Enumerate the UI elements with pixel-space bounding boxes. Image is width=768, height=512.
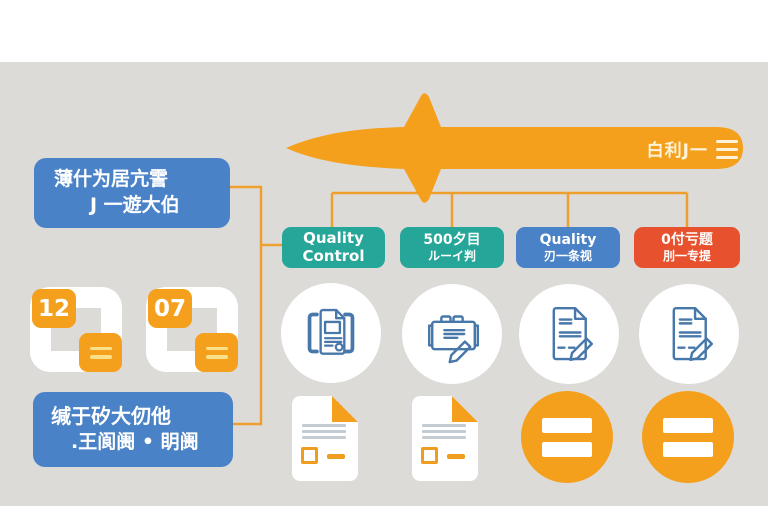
folded-corner — [332, 396, 358, 422]
topic-box-top-left: 薄什为居亢霅 J 一遊大伯 — [34, 158, 230, 228]
stage-label: 500夕目 — [423, 231, 481, 248]
topic-box-line: 缄于矽大仞他 — [51, 404, 171, 429]
briefcase-edit-icon — [427, 315, 480, 364]
folded-corner — [452, 396, 478, 422]
equals-circle-icon — [521, 391, 613, 483]
topic-box-line: .王阆阓 • 眀阓 — [71, 431, 199, 454]
stage-label: 0付亏题 — [661, 231, 713, 248]
stage-label: 刃一条视 — [543, 248, 592, 263]
equals-icon — [195, 333, 238, 372]
document-fold-icon — [412, 396, 478, 481]
calendar-number: 12 — [32, 289, 76, 328]
arrow-label: 白利J一 — [646, 141, 708, 161]
calendar-icon-07: 07 — [146, 287, 238, 372]
menu-icon — [716, 135, 738, 164]
dash-mark — [447, 454, 465, 459]
equals-circle-icon — [642, 391, 734, 483]
step-circle-2 — [402, 284, 502, 384]
stage-box-4: 0付亏题 刖一专提 — [634, 227, 740, 268]
stage-label: Quality — [539, 231, 597, 248]
checkbox-mark — [301, 447, 318, 464]
calendar-number: 07 — [148, 289, 192, 328]
step-circle-3 — [519, 284, 619, 384]
stage-label: ルーイ判 — [427, 248, 476, 263]
document-fold-icon — [292, 396, 358, 481]
step-circle-1 — [281, 283, 381, 383]
document-brackets-icon — [307, 308, 355, 355]
stage-box-3: Quality 刃一条视 — [516, 227, 620, 268]
stage-box-quality-control: Quality Control — [282, 227, 385, 268]
topic-box-line: 薄什为居亢霅 — [54, 168, 169, 191]
calendar-icon-12: 12 — [30, 287, 122, 372]
step-circle-4 — [639, 284, 739, 384]
topic-box-bottom-left: 缄于矽大仞他 .王阆阓 • 眀阓 — [33, 392, 233, 467]
stage-label: Quality — [303, 229, 364, 248]
stage-box-2: 500夕目 ルーイ判 — [400, 227, 504, 268]
checkbox-mark — [421, 447, 438, 464]
stage-label: 刖一专提 — [662, 248, 711, 263]
stage-label: Control — [302, 246, 365, 265]
equals-icon — [79, 333, 122, 372]
document-edit-icon — [672, 306, 714, 362]
topic-box-line: J 一遊大伯 — [90, 194, 180, 216]
document-edit-icon — [552, 306, 594, 362]
dash-mark — [327, 454, 345, 459]
